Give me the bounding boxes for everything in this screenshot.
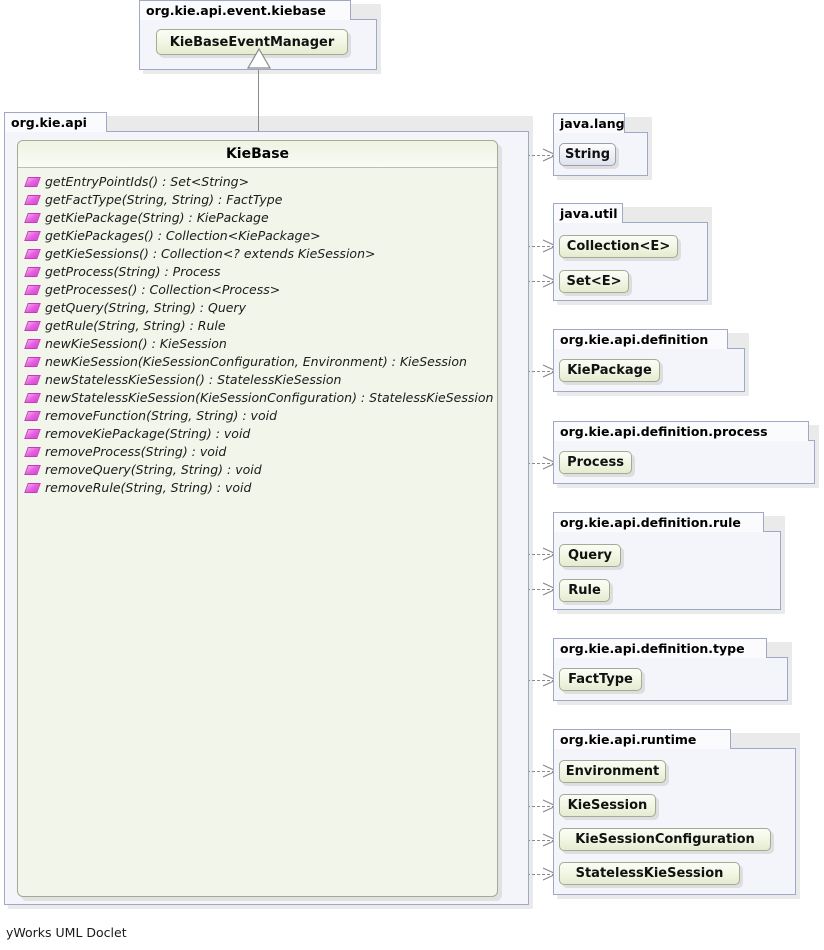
- member-signature: getKieSessions() : Collection<? extends …: [45, 246, 376, 261]
- public-method-icon: [24, 483, 41, 493]
- package-label: org.kie.api.definition.rule: [553, 512, 764, 532]
- package-java-util: java.util Collection<E> Set<E>: [553, 203, 712, 305]
- package-label: java.lang: [553, 113, 625, 133]
- package-label: java.util: [553, 203, 623, 223]
- public-method-icon: [24, 465, 41, 475]
- public-method-icon: [24, 321, 41, 331]
- package-label: org.kie.api: [4, 112, 107, 132]
- type-box-kiesession[interactable]: KieSession: [559, 794, 656, 817]
- public-method-icon: [24, 213, 41, 223]
- member-signature: getQuery(String, String) : Query: [45, 300, 246, 315]
- member-row[interactable]: getProcess(String) : Process: [18, 263, 497, 281]
- type-box-string[interactable]: String: [559, 143, 616, 166]
- type-box-kiepackage[interactable]: KiePackage: [559, 359, 660, 382]
- type-box-query[interactable]: Query: [559, 544, 621, 567]
- package-org-kie-api-definition-process: org.kie.api.definition.process Process: [553, 421, 819, 488]
- member-row[interactable]: getProcesses() : Collection<Process>: [18, 281, 497, 299]
- member-signature: removeProcess(String) : void: [45, 444, 227, 459]
- type-box-facttype[interactable]: FactType: [559, 668, 642, 691]
- generalization-line: [258, 60, 259, 155]
- member-row[interactable]: newStatelessKieSession(KieSessionConfigu…: [18, 389, 497, 407]
- member-row[interactable]: newKieSession() : KieSession: [18, 335, 497, 353]
- member-signature: getFactType(String, String) : FactType: [45, 192, 283, 207]
- public-method-icon: [24, 411, 41, 421]
- member-signature: getProcess(String) : Process: [45, 264, 221, 279]
- member-row[interactable]: removeQuery(String, String) : void: [18, 461, 497, 479]
- member-signature: newStatelessKieSession(KieSessionConfigu…: [45, 390, 494, 405]
- public-method-icon: [24, 267, 41, 277]
- class-title-kiebase: KieBase: [18, 141, 497, 168]
- member-signature: removeQuery(String, String) : void: [45, 462, 262, 477]
- type-box-collection[interactable]: Collection<E>: [559, 235, 678, 258]
- package-label: org.kie.api.event.kiebase: [139, 0, 351, 20]
- member-row[interactable]: newStatelessKieSession() : StatelessKieS…: [18, 371, 497, 389]
- package-org-kie-api-definition-type: org.kie.api.definition.type FactType: [553, 638, 792, 705]
- type-box-statelesskiesession[interactable]: StatelessKieSession: [559, 862, 740, 885]
- public-method-icon: [24, 393, 41, 403]
- type-box-set[interactable]: Set<E>: [559, 270, 629, 293]
- package-org-kie-api-runtime: org.kie.api.runtime Environment KieSessi…: [553, 729, 800, 899]
- public-method-icon: [24, 447, 41, 457]
- member-signature: removeRule(String, String) : void: [45, 480, 252, 495]
- type-box-kiesessionconfiguration[interactable]: KieSessionConfiguration: [559, 828, 771, 851]
- package-label: org.kie.api.definition.process: [553, 421, 809, 441]
- type-box-process[interactable]: Process: [559, 451, 632, 474]
- public-method-icon: [24, 429, 41, 439]
- member-signature: removeFunction(String, String) : void: [45, 408, 278, 423]
- public-method-icon: [24, 177, 41, 187]
- public-method-icon: [24, 231, 41, 241]
- member-row[interactable]: removeProcess(String) : void: [18, 443, 497, 461]
- member-signature: getEntryPointIds() : Set<String>: [45, 174, 250, 189]
- package-org-kie-api: org.kie.api KieBase getEntryPointIds() :…: [4, 112, 533, 909]
- public-method-icon: [24, 375, 41, 385]
- type-box-environment[interactable]: Environment: [559, 760, 666, 783]
- member-row[interactable]: getKieSessions() : Collection<? extends …: [18, 245, 497, 263]
- member-row[interactable]: newKieSession(KieSessionConfiguration, E…: [18, 353, 497, 371]
- member-row[interactable]: getRule(String, String) : Rule: [18, 317, 497, 335]
- member-signature: getKiePackage(String) : KiePackage: [45, 210, 269, 225]
- member-signature: removeKiePackage(String) : void: [45, 426, 251, 441]
- package-org-kie-api-definition-rule: org.kie.api.definition.rule Query Rule: [553, 512, 785, 614]
- member-row[interactable]: getFactType(String, String) : FactType: [18, 191, 497, 209]
- public-method-icon: [24, 303, 41, 313]
- member-signature: newKieSession(KieSessionConfiguration, E…: [45, 354, 467, 369]
- member-row[interactable]: getEntryPointIds() : Set<String>: [18, 173, 497, 191]
- type-box-kiebaseeventmanager[interactable]: KieBaseEventManager: [156, 29, 348, 55]
- member-row[interactable]: removeFunction(String, String) : void: [18, 407, 497, 425]
- public-method-icon: [24, 357, 41, 367]
- member-signature: getRule(String, String) : Rule: [45, 318, 226, 333]
- member-signature: newKieSession() : KieSession: [45, 336, 227, 351]
- package-label: org.kie.api.definition: [553, 329, 728, 349]
- public-method-icon: [24, 249, 41, 259]
- type-box-rule[interactable]: Rule: [559, 579, 610, 602]
- package-label: org.kie.api.runtime: [553, 729, 731, 749]
- member-row[interactable]: removeRule(String, String) : void: [18, 479, 497, 497]
- package-java-lang: java.lang String: [553, 113, 652, 180]
- public-method-icon: [24, 339, 41, 349]
- member-row[interactable]: getKiePackage(String) : KiePackage: [18, 209, 497, 227]
- generalization-arrowhead: [246, 48, 272, 69]
- member-signature: newStatelessKieSession() : StatelessKieS…: [45, 372, 342, 387]
- member-row[interactable]: removeKiePackage(String) : void: [18, 425, 497, 443]
- package-org-kie-api-definition: org.kie.api.definition KiePackage: [553, 329, 749, 396]
- member-row[interactable]: getKiePackages() : Collection<KiePackage…: [18, 227, 497, 245]
- package-label: org.kie.api.definition.type: [553, 638, 767, 658]
- member-row[interactable]: getQuery(String, String) : Query: [18, 299, 497, 317]
- member-list: getEntryPointIds() : Set<String> getFact…: [18, 168, 497, 497]
- public-method-icon: [24, 195, 41, 205]
- member-signature: getProcesses() : Collection<Process>: [45, 282, 281, 297]
- public-method-icon: [24, 285, 41, 295]
- class-box-kiebase[interactable]: KieBase getEntryPointIds() : Set<String>…: [17, 140, 498, 897]
- member-signature: getKiePackages() : Collection<KiePackage…: [45, 228, 321, 243]
- footer-credit: yWorks UML Doclet: [6, 925, 127, 940]
